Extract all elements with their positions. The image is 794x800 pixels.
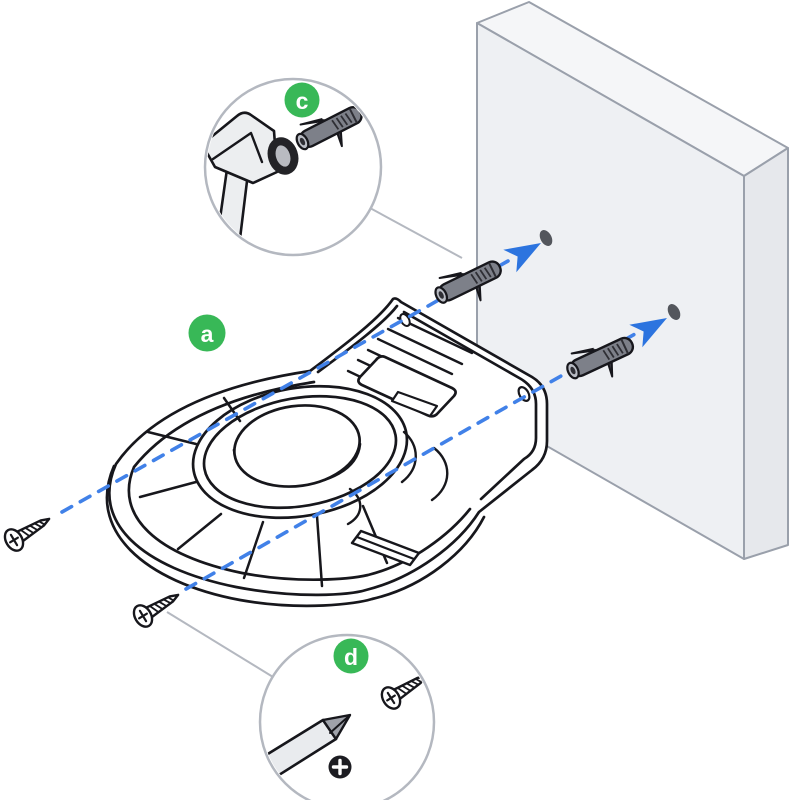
badge-a-label: a [201,321,214,347]
phillips-icon [328,755,352,779]
badge-d [333,638,369,674]
callout-c: c [203,77,383,257]
leader-line-d [166,611,274,678]
wall-side-face [743,147,789,560]
badge-a-group: a [188,314,226,352]
mounting-bracket [105,297,549,608]
leader-line-c [369,207,463,259]
callout-d: d [258,633,436,800]
badge-c-label: c [296,88,309,114]
alignment-dashed-line-bottom [184,328,644,591]
wall-hole-top [539,230,553,246]
badge-a [188,314,226,352]
badge-c [284,82,320,118]
badge-d-label: d [344,644,358,670]
screw-icon [129,583,186,632]
wall-hole-bottom [667,304,681,320]
alignment-dashed-line-top [60,259,510,514]
screw-icon [0,507,57,556]
